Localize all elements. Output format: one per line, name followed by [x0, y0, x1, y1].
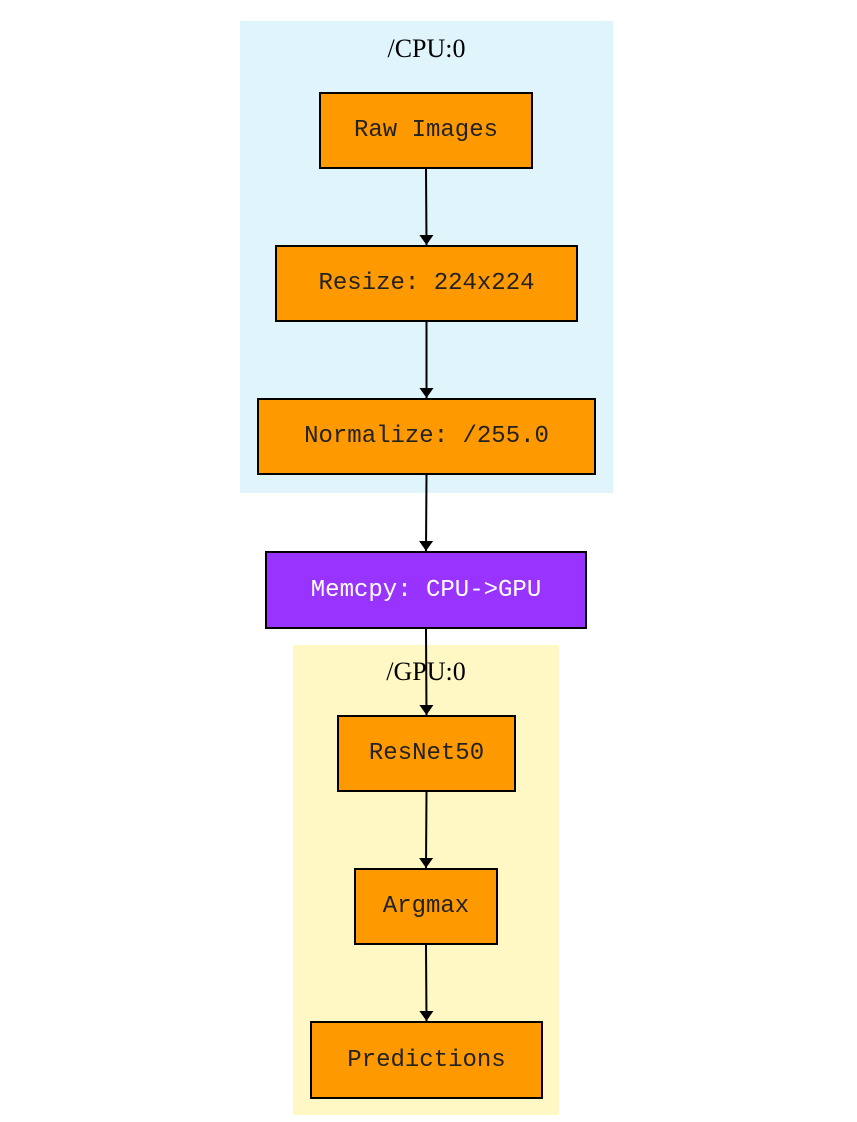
node-argmax[interactable]: Argmax: [354, 868, 498, 945]
node-normalize[interactable]: Normalize: /255.0: [257, 398, 596, 475]
node-resize[interactable]: Resize: 224x224: [275, 245, 578, 322]
node-raw-images[interactable]: Raw Images: [319, 92, 533, 169]
edge-resnet50-to-argmax: [419, 791, 434, 869]
edge-argmax-to-predictions: [419, 944, 434, 1022]
node-predictions[interactable]: Predictions: [310, 1021, 543, 1099]
edge-normalize-to-memcpy: [419, 474, 434, 552]
node-resnet50[interactable]: ResNet50: [337, 715, 516, 792]
node-memcpy[interactable]: Memcpy: CPU->GPU: [265, 551, 587, 629]
edge-raw_images-to-resize: [419, 168, 434, 246]
edge-memcpy-to-resnet50: [419, 628, 434, 716]
cpu-cluster-label: /CPU:0: [387, 34, 466, 63]
